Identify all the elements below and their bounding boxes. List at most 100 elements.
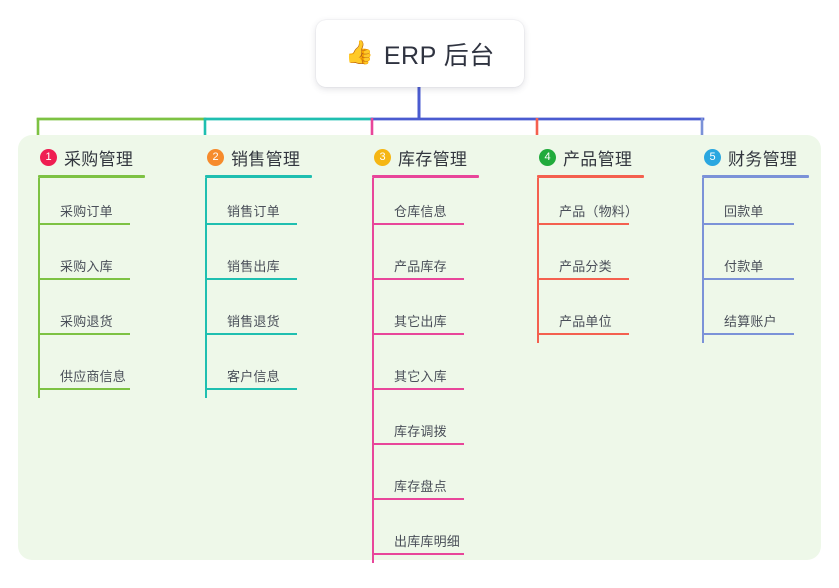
branch-header-2[interactable]: 2 销售管理 xyxy=(205,144,365,170)
branch-item-label: 客户信息 xyxy=(227,369,280,384)
branch-item-rule xyxy=(537,333,629,335)
branch-item-rule xyxy=(372,388,464,390)
branch-number-badge: 4 xyxy=(539,148,556,166)
branch-item-rule xyxy=(372,553,464,555)
branch-item[interactable]: 库存调拨 xyxy=(372,398,532,453)
branch-item-list: 仓库信息产品库存其它出库其它入库库存调拨库存盘点出库库明细 xyxy=(372,178,532,563)
branch-item[interactable]: 销售出库 xyxy=(205,233,365,288)
branch-item-rule xyxy=(38,333,130,335)
branch-number-badge: 1 xyxy=(40,148,57,166)
branch-title: 销售管理 xyxy=(231,149,301,169)
branch-item-label: 仓库信息 xyxy=(394,204,447,219)
branch-item-label: 销售退货 xyxy=(227,314,280,329)
branch-item-label: 其它出库 xyxy=(394,314,447,329)
branch-item-rule xyxy=(372,223,464,225)
branch-item[interactable]: 回款单 xyxy=(702,178,839,233)
branch-title: 库存管理 xyxy=(398,149,468,169)
branch-item-label: 付款单 xyxy=(724,259,764,274)
thumbs-up-icon: 👍 xyxy=(345,40,374,66)
branch-column-1: 1 采购管理采购订单采购入库采购退货供应商信息 xyxy=(38,144,198,398)
branch-item-list: 采购订单采购入库采购退货供应商信息 xyxy=(38,178,198,398)
branch-item-rule xyxy=(38,223,130,225)
branch-spine xyxy=(537,178,539,343)
branch-item-label: 采购订单 xyxy=(60,204,113,219)
root-title: ERP 后台 xyxy=(383,41,495,70)
branch-column-3: 3 库存管理仓库信息产品库存其它出库其它入库库存调拨库存盘点出库库明细 xyxy=(372,144,532,563)
branch-item-label: 销售出库 xyxy=(227,259,280,274)
branch-title: 产品管理 xyxy=(563,149,633,169)
branch-number-badge: 3 xyxy=(374,148,391,166)
branch-column-4: 4 产品管理产品（物料） 产品分类产品单位 xyxy=(537,144,697,343)
branch-item-label: 采购退货 xyxy=(60,314,113,329)
branch-item-rule xyxy=(38,278,130,280)
branch-item[interactable]: 产品（物料） xyxy=(537,178,697,233)
branch-item[interactable]: 库存盘点 xyxy=(372,453,532,508)
branch-item-label: 产品分类 xyxy=(559,259,612,274)
branch-item[interactable]: 销售退货 xyxy=(205,288,365,343)
branch-item[interactable]: 采购订单 xyxy=(38,178,198,233)
branch-header-4[interactable]: 4 产品管理 xyxy=(537,144,697,170)
branch-item-rule xyxy=(537,223,629,225)
branch-item-rule xyxy=(205,388,297,390)
branch-item-list: 产品（物料） 产品分类产品单位 xyxy=(537,178,697,343)
branch-item[interactable]: 客户信息 xyxy=(205,343,365,398)
branch-header-rule xyxy=(38,175,145,178)
branch-spine xyxy=(372,178,374,563)
branch-item-label: 出库库明细 xyxy=(394,534,461,549)
branch-item[interactable]: 结算账户 xyxy=(702,288,839,343)
branch-spine xyxy=(38,178,40,398)
branch-item-rule xyxy=(205,278,297,280)
branch-item-label: 产品（物料） xyxy=(559,204,639,219)
branch-item-rule xyxy=(38,388,130,390)
root-node-content: 👍 ERP 后台 xyxy=(345,36,495,72)
branch-item[interactable]: 销售订单 xyxy=(205,178,365,233)
branch-item[interactable]: 其它出库 xyxy=(372,288,532,343)
branch-item[interactable]: 付款单 xyxy=(702,233,839,288)
branch-item-label: 结算账户 xyxy=(724,314,777,329)
branch-item[interactable]: 其它入库 xyxy=(372,343,532,398)
branch-item-rule xyxy=(702,278,794,280)
branch-item-label: 其它入库 xyxy=(394,369,447,384)
branch-item[interactable]: 产品分类 xyxy=(537,233,697,288)
branch-item[interactable]: 采购退货 xyxy=(38,288,198,343)
branch-item[interactable]: 仓库信息 xyxy=(372,178,532,233)
branch-header-1[interactable]: 1 采购管理 xyxy=(38,144,198,170)
branch-item-label: 库存盘点 xyxy=(394,479,447,494)
branch-item-rule xyxy=(205,333,297,335)
root-node[interactable]: 👍 ERP 后台 xyxy=(316,20,524,87)
branch-title: 采购管理 xyxy=(64,149,134,169)
branch-item-label: 产品库存 xyxy=(394,259,447,274)
branch-header-rule xyxy=(372,175,479,178)
branch-item-label: 供应商信息 xyxy=(60,369,127,384)
branch-item[interactable]: 采购入库 xyxy=(38,233,198,288)
branch-header-rule xyxy=(205,175,312,178)
branch-item-rule xyxy=(372,498,464,500)
branch-item[interactable]: 供应商信息 xyxy=(38,343,198,398)
branch-header-rule xyxy=(702,175,809,178)
branch-item-rule xyxy=(205,223,297,225)
branch-item[interactable]: 出库库明细 xyxy=(372,508,532,563)
branch-item-rule xyxy=(372,333,464,335)
branch-item-list: 销售订单销售出库销售退货客户信息 xyxy=(205,178,365,398)
branch-item[interactable]: 产品单位 xyxy=(537,288,697,343)
branch-item-list: 回款单付款单结算账户 xyxy=(702,178,839,343)
branch-item-rule xyxy=(702,333,794,335)
branch-spine xyxy=(702,178,704,343)
branch-item-label: 产品单位 xyxy=(559,314,612,329)
branch-number-badge: 2 xyxy=(207,148,224,166)
branch-item-rule xyxy=(372,278,464,280)
branch-item-label: 采购入库 xyxy=(60,259,113,274)
branch-spine xyxy=(205,178,207,398)
branch-item-label: 销售订单 xyxy=(227,204,280,219)
branch-number-badge: 5 xyxy=(704,148,721,166)
branch-column-2: 2 销售管理销售订单销售出库销售退货客户信息 xyxy=(205,144,365,398)
branch-item[interactable]: 产品库存 xyxy=(372,233,532,288)
branch-item-rule xyxy=(372,443,464,445)
branch-item-rule xyxy=(537,278,629,280)
branch-header-3[interactable]: 3 库存管理 xyxy=(372,144,532,170)
branch-header-rule xyxy=(537,175,644,178)
branch-item-label: 回款单 xyxy=(724,204,764,219)
